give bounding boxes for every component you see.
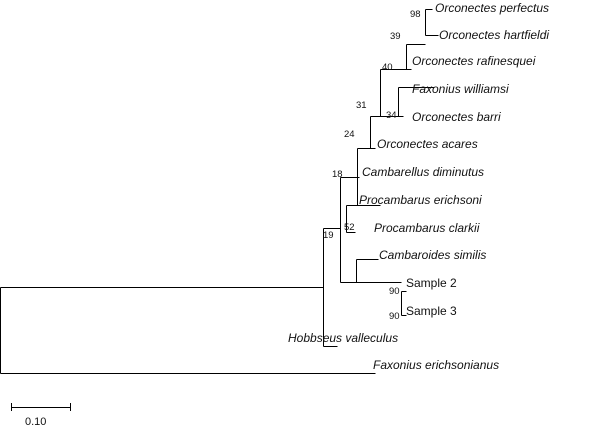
taxon-label-cambarellus-diminutus: Cambarellus diminutus: [362, 165, 484, 179]
taxon-label-procambarus-erichsoni: Procambarus erichsoni: [359, 193, 482, 207]
taxon-label-faxonius-erichsonianus: Faxonius erichsonianus: [373, 358, 499, 372]
support-value: 18: [332, 169, 343, 180]
support-value: 19: [323, 230, 334, 241]
support-value: 39: [390, 31, 401, 42]
support-value: 90: [389, 311, 400, 322]
taxon-label-orconectes-rafinesquei: Orconectes rafinesquei: [412, 54, 536, 68]
support-value: 52: [344, 222, 355, 233]
taxon-label-orconectes-perfectus: Orconectes perfectus: [435, 1, 549, 15]
support-value: 34: [386, 110, 397, 121]
taxon-label-orconectes-hartfieldi: Orconectes hartfieldi: [439, 28, 549, 42]
support-value: 24: [344, 129, 355, 140]
taxon-label-orconectes-acares: Orconectes acares: [377, 137, 478, 151]
taxon-label-sample-2: Sample 2: [406, 276, 457, 290]
tree-branches: [0, 9, 439, 374]
support-value: 31: [356, 100, 367, 111]
taxon-label-procambarus-clarkii: Procambarus clarkii: [374, 221, 480, 235]
taxon-label-sample-3: Sample 3: [406, 304, 457, 318]
scale-bar-label: 0.10: [25, 416, 46, 426]
taxon-label-faxonius-williamsi: Faxonius williamsi: [412, 82, 509, 96]
support-value: 98: [410, 9, 421, 20]
support-value: 40: [382, 62, 393, 73]
scale-bar: [11, 403, 71, 411]
taxon-label-hobbseus-valleculus: Hobbseus valleculus: [288, 331, 398, 345]
support-value: 90: [389, 286, 400, 297]
taxon-label-cambaroides-similis: Cambaroides similis: [379, 248, 486, 262]
taxon-label-orconectes-barri: Orconectes barri: [412, 110, 501, 124]
